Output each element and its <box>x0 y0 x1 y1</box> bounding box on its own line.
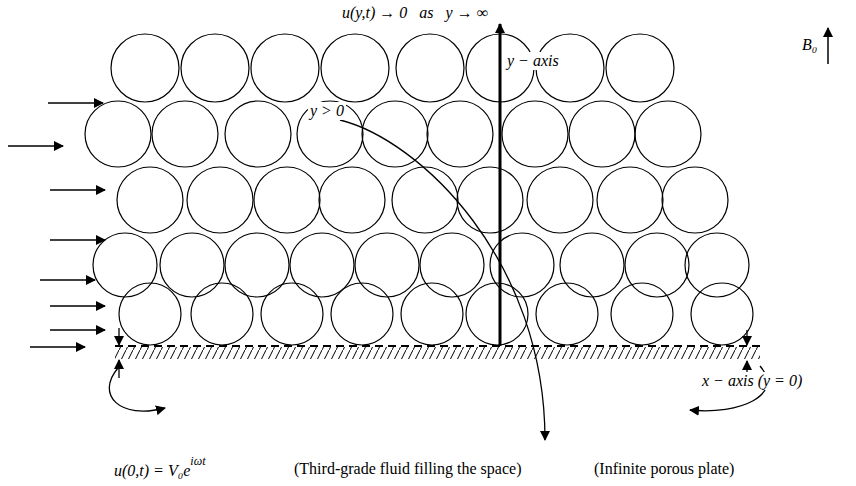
pore-circle <box>420 233 484 297</box>
axis-label: y − axis <box>505 52 561 70</box>
far-field-condition: u(y,t) → 0 as y → ∞ <box>340 4 490 22</box>
pore-circle <box>85 101 151 167</box>
pore-circle <box>362 101 428 167</box>
plate-hatching <box>115 347 760 359</box>
pore-circle <box>606 34 674 102</box>
pore-circle <box>261 283 323 345</box>
leader-curve <box>109 368 165 411</box>
pore-circle <box>117 167 183 233</box>
pore-circle <box>331 283 393 345</box>
boundary-condition: u(0,t) = V₀e <box>112 462 192 480</box>
pore-circle <box>225 101 291 167</box>
pore-circle <box>466 283 528 345</box>
pore-circle <box>536 283 598 345</box>
pore-circle <box>611 283 673 345</box>
pore-circle <box>297 101 363 167</box>
inflow-arrow <box>30 346 85 347</box>
region-label: y > 0 <box>308 102 346 120</box>
pore-circle <box>321 34 389 102</box>
inflow-arrow <box>50 305 105 306</box>
inflow-arrow <box>40 279 95 280</box>
pore-circle <box>396 34 464 102</box>
pore-circle <box>290 233 354 297</box>
pore-circle <box>187 167 253 233</box>
pore-circle <box>401 283 463 345</box>
pore-circle <box>191 283 253 345</box>
pore-circle <box>152 101 218 167</box>
axis-label: x − axis (y = 0) <box>700 372 804 390</box>
pore-circle <box>111 34 179 102</box>
fluid-note: (Third-grade fluid filling the space) <box>292 460 523 478</box>
pore-circle <box>691 283 753 345</box>
pore-circle <box>502 101 568 167</box>
pore-circle <box>181 34 249 102</box>
pore-circle <box>119 283 181 345</box>
thickness-arrow <box>118 360 119 378</box>
exponent: iωt <box>190 455 205 468</box>
inflow-arrow <box>50 239 105 240</box>
leader-curve <box>340 120 545 440</box>
inflow-arrows <box>8 103 105 347</box>
pore-circle <box>685 233 749 297</box>
pore-circle <box>355 233 419 297</box>
inflow-arrow <box>8 145 63 146</box>
pore-circle <box>597 167 663 233</box>
inflow-arrow <box>50 329 105 330</box>
pore-circle <box>457 167 523 233</box>
x-axis <box>115 345 760 347</box>
pore-circle <box>319 167 385 233</box>
pore-circle <box>93 233 157 297</box>
pore-circle <box>225 233 289 297</box>
pore-circle <box>251 34 319 102</box>
pore-circle <box>527 167 593 233</box>
field-arrow <box>827 28 829 64</box>
pore-circle <box>569 101 635 167</box>
y-axis <box>499 24 502 346</box>
pore-circle <box>160 233 224 297</box>
inflow-arrow <box>48 102 103 103</box>
pore-circle <box>560 233 624 297</box>
pore-circle <box>635 101 701 167</box>
plate-note: (Infinite porous plate) <box>592 460 736 478</box>
porous-medium <box>85 34 753 345</box>
pore-circle <box>662 167 728 233</box>
thickness-arrow <box>118 328 119 345</box>
pore-circle <box>427 101 493 167</box>
inflow-arrow <box>50 189 105 190</box>
field-label: B₀ <box>800 36 819 54</box>
thickness-arrow <box>746 330 747 345</box>
pore-circle <box>254 167 320 233</box>
pore-circle <box>392 167 458 233</box>
